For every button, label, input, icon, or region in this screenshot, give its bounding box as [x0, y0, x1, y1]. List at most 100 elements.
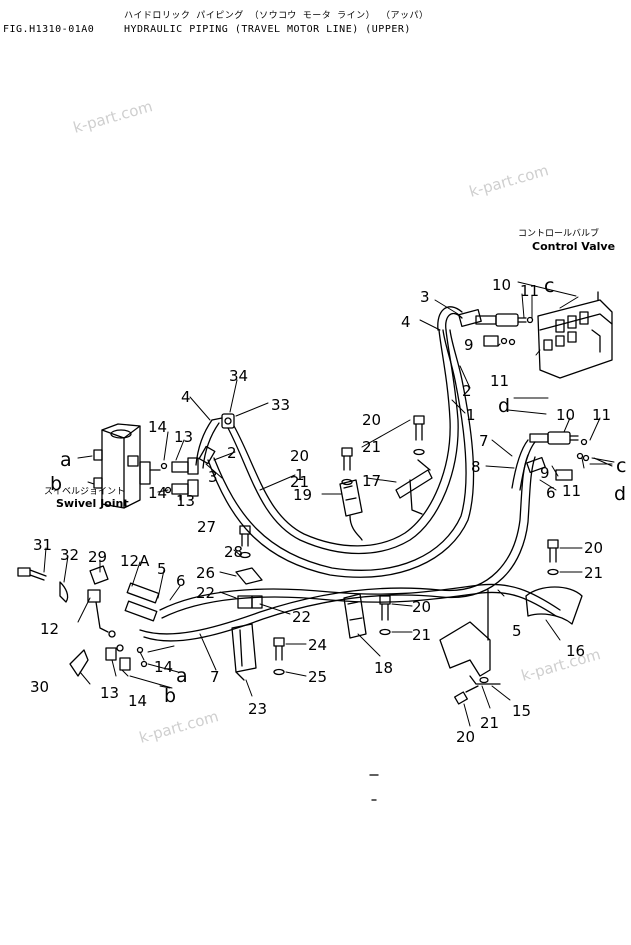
swivel-joint-label-jp: スイベルジョイント: [44, 487, 126, 497]
callout-14: 14: [148, 484, 167, 502]
callout-19: 19: [293, 486, 312, 504]
callout-12A: 12A: [120, 552, 150, 570]
swivel-joint-label: Swivel Joint: [56, 497, 129, 510]
fitting-5-6-left: [105, 582, 160, 671]
clamp-26-22: [235, 567, 263, 609]
bolt-24-washer-25: [273, 637, 285, 676]
callout-16: 16: [566, 642, 585, 660]
clamp-16: [525, 586, 583, 625]
letter-markers: a b c d c d a b: [50, 275, 626, 707]
callout-20: 20: [412, 598, 431, 616]
callout-22: 22: [196, 584, 215, 602]
callout-21: 21: [362, 438, 381, 456]
bolt-20-washer-21-b: [341, 447, 353, 486]
figure-number: FIG.H1310-01A0: [3, 24, 95, 35]
bolt-31-washer-32: [17, 567, 69, 603]
letter-b: b: [50, 473, 62, 495]
bracket-17: [395, 459, 433, 515]
callout-5: 5: [512, 622, 522, 640]
callout-20: 20: [584, 539, 603, 557]
hose-end-4-upper: [458, 308, 482, 328]
hose-3-right: [437, 306, 463, 331]
control-valve: [537, 291, 613, 379]
callout-3: 3: [420, 288, 430, 306]
callout-20: 20: [362, 411, 381, 429]
hose-2-left: [207, 329, 475, 578]
control-valve-label: Control Valve: [532, 240, 616, 253]
callout-30: 30: [30, 678, 49, 696]
callout-11: 11: [520, 282, 539, 300]
callout-28: 28: [224, 543, 243, 561]
callout-group: 34 33 4 14 13 2 3 1 14 13 27 19 20 21 17…: [30, 276, 611, 746]
hose-end-2: [198, 445, 216, 465]
callout-20: 20: [290, 447, 309, 465]
callout-27: 27: [197, 518, 216, 536]
callout-2: 2: [227, 444, 237, 462]
callout-26: 26: [196, 564, 215, 582]
fitting-10-lower: [529, 431, 588, 446]
callout-14: 14: [128, 692, 147, 710]
callout-6: 6: [546, 484, 556, 502]
callout-25: 25: [308, 668, 327, 686]
callout-9: 9: [540, 464, 550, 482]
leader-lines: [43, 281, 615, 727]
callout-21: 21: [290, 473, 309, 491]
callout-7: 7: [210, 668, 220, 686]
callout-13: 13: [174, 428, 193, 446]
callout-34: 34: [229, 367, 248, 385]
clamp-19: [339, 479, 363, 541]
callout-23: 23: [248, 700, 267, 718]
callout-32: 32: [60, 546, 79, 564]
letter-a: a: [60, 449, 72, 471]
header: FIG.H1310-01A0 ハイドロリック パイピング （ソウコウ モータ ラ…: [0, 0, 631, 44]
fitting-9-lower: [526, 452, 590, 481]
hose-left-upper: [195, 419, 220, 469]
callout-10: 10: [492, 276, 511, 294]
elbow-29-12A: [87, 565, 109, 633]
callout-11: 11: [592, 406, 611, 424]
callout-13: 13: [100, 684, 119, 702]
callout-4: 4: [181, 388, 191, 406]
callout-1: 1: [295, 466, 305, 484]
callout-31: 31: [33, 536, 52, 554]
title-english: HYDRAULIC PIPING (TRAVEL MOTOR LINE) (UP…: [124, 24, 411, 35]
bolt-20-washer-21-c: [379, 595, 391, 636]
letter-b: b: [164, 685, 176, 707]
callout-21: 21: [480, 714, 499, 732]
letter-d: d: [614, 483, 626, 505]
fitting-left-13: [160, 457, 199, 497]
callout-10: 10: [556, 406, 575, 424]
callout-11: 11: [562, 482, 581, 500]
callout-14: 14: [148, 418, 167, 436]
fitting-9-upper: [483, 335, 516, 347]
callout-5: 5: [157, 560, 167, 578]
callout-15: 15: [512, 702, 531, 720]
hose-5: [159, 583, 561, 619]
callout-14: 14: [154, 658, 173, 676]
letter-c: c: [616, 455, 626, 477]
callout-24: 24: [308, 636, 327, 654]
callout-33: 33: [271, 396, 290, 414]
bracket-15: [439, 589, 501, 705]
letter-a: a: [176, 665, 188, 687]
callout-7: 7: [479, 432, 489, 450]
callout-2: 2: [462, 382, 472, 400]
callout-12: 12: [40, 620, 59, 638]
callout-3: 3: [208, 468, 218, 486]
letter-c: c: [544, 275, 554, 297]
letter-d: d: [498, 395, 510, 417]
callout-9: 9: [464, 336, 474, 354]
hose-1-left: [227, 329, 459, 555]
swivel-joint: [93, 423, 161, 509]
callout-22: 22: [292, 608, 311, 626]
hose-7: [139, 454, 536, 642]
callout-11: 11: [490, 372, 509, 390]
bracket-30: [69, 649, 89, 677]
callout-4: 4: [401, 313, 411, 331]
bolt-20-washer-21: [413, 415, 425, 456]
fitting-34-33: [211, 413, 235, 429]
callout-21: 21: [412, 626, 431, 644]
callout-13: 13: [176, 492, 195, 510]
callout-21: 21: [584, 564, 603, 582]
